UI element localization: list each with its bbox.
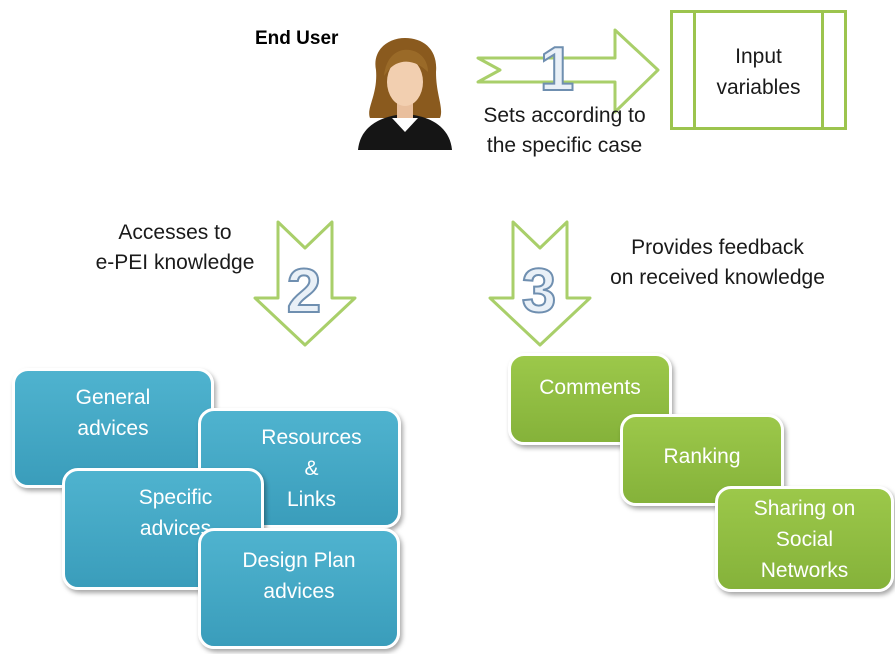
specific-advices-line1: Specific	[138, 486, 213, 509]
input-box-line2: variables	[716, 76, 801, 99]
step3-caption-line2: on received knowledge	[610, 266, 825, 289]
female-user-icon	[358, 38, 452, 150]
input-variables-box: Input variables	[670, 10, 847, 130]
design-plan-advices-box: Design Plan advices	[198, 528, 400, 649]
resources-line3: Links	[286, 487, 336, 511]
step3-caption-line1: Provides feedback	[631, 236, 804, 259]
sharing-line2: Social	[775, 527, 834, 551]
step1-number: 1	[540, 35, 574, 104]
general-advices-line1: General	[75, 386, 151, 409]
step3-caption: Provides feedback on received knowledge	[580, 233, 855, 293]
actor-label: End User	[255, 28, 339, 49]
step2-caption: Accesses to e-PEI knowledge	[75, 218, 275, 278]
input-box-line1: Input	[735, 45, 782, 68]
specific-advices-line2: advices	[139, 517, 212, 540]
step1-caption-line2: the specific case	[486, 134, 643, 157]
arrow-down-step3	[488, 220, 592, 347]
input-box-label: Input variables	[673, 41, 844, 103]
ranking-label: Ranking	[663, 444, 741, 468]
general-advices-line2: advices	[77, 417, 149, 440]
step3-number: 3	[522, 257, 556, 326]
resources-line2: &	[304, 456, 319, 480]
resources-line1: Resources	[261, 425, 362, 449]
input-box-right-bar	[821, 13, 824, 127]
comments-label: Comments	[539, 375, 641, 399]
arrow-right-step1	[476, 28, 660, 114]
design-plan-line1: Design Plan	[242, 548, 356, 572]
step1-caption-line1: Sets according to	[483, 104, 646, 127]
sharing-box: Sharing on Social Networks	[715, 486, 894, 592]
step2-caption-line1: Accesses to	[118, 221, 232, 244]
input-box-left-bar	[693, 13, 696, 127]
sharing-line3: Networks	[760, 558, 849, 582]
step1-caption: Sets according to the specific case	[462, 101, 667, 161]
arrow-down-step2	[253, 220, 357, 347]
design-plan-line2: advices	[263, 579, 335, 603]
step2-number: 2	[287, 257, 321, 326]
step2-caption-line2: e-PEI knowledge	[95, 251, 255, 274]
ranking-box: Ranking	[620, 414, 784, 506]
sharing-line1: Sharing on	[753, 496, 856, 520]
